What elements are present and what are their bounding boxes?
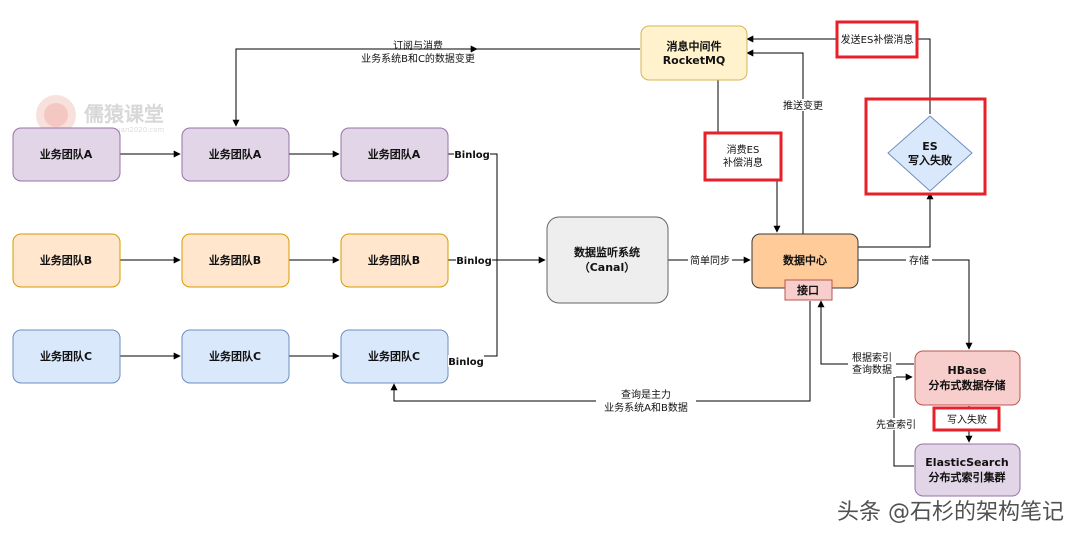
label-query-main-2: 业务系统A和B数据 [604, 401, 688, 414]
footer-watermark: 头条 @石杉的架构笔记 [837, 500, 1064, 525]
edge-labels: 订阅与消费 业务系统B和C的数据变更 Binlog Binlog Binlog … [361, 20, 1001, 432]
node-es-fail-label-1: ES [922, 140, 938, 153]
node-team-b3-label: 业务团队B [368, 253, 420, 267]
label-consume-es-1: 消费ES [727, 143, 760, 156]
label-write-fail: 写入失败 [947, 413, 987, 426]
label-check-index: 先查索引 [876, 418, 916, 431]
node-hbase-label-2: 分布式数据存储 [929, 378, 1006, 392]
node-canal-label-1: 数据监听系统 [574, 245, 640, 259]
node-team-c2: 业务团队C [181, 329, 290, 384]
node-mq-label-2: RocketMQ [663, 54, 726, 67]
node-team-c3-label: 业务团队C [368, 349, 420, 363]
node-api-label: 接口 [797, 283, 819, 297]
label-query-by-index-2: 查询数据 [852, 363, 892, 376]
logo-text: 儒猿课堂 [84, 102, 164, 126]
edge-datacenter-esfail [858, 192, 934, 248]
node-team-b3: 业务团队B [340, 233, 449, 288]
node-team-c1: 业务团队C [12, 329, 121, 384]
node-team-a3: 业务团队A [340, 127, 449, 182]
node-api: 接口 [784, 279, 833, 301]
node-datacenter: 数据中心 [751, 233, 859, 289]
label-send-es: 发送ES补偿消息 [841, 33, 914, 46]
node-team-a1: 业务团队A [12, 127, 121, 182]
edge-send-es [746, 35, 931, 114]
node-team-c3: 业务团队C [340, 329, 449, 384]
node-es-fail: ES 写入失败 [864, 97, 987, 196]
label-subscribe-2: 业务系统B和C的数据变更 [361, 52, 475, 65]
node-elastic: ElasticSearch 分布式索引集群 [914, 443, 1021, 497]
highlight-box-write-fail [932, 406, 1001, 432]
label-query-main-1: 查询是主力 [621, 388, 671, 401]
label-consume-es-2: 补偿消息 [723, 156, 763, 169]
node-team-b1: 业务团队B [12, 233, 121, 288]
node-team-a1-label: 业务团队A [40, 147, 93, 161]
edge-mq-teamA2 [232, 48, 640, 127]
node-team-b2-label: 业务团队B [209, 253, 261, 267]
node-canal-label-2: （Canal） [579, 261, 636, 274]
label-binlog-a: Binlog [454, 150, 490, 161]
node-es-fail-label-2: 写入失败 [908, 153, 952, 167]
label-binlog-b: Binlog [456, 256, 492, 267]
label-binlog-c: Binlog [448, 357, 484, 368]
node-elastic-label-1: ElasticSearch [925, 456, 1008, 469]
node-hbase: HBase 分布式数据存储 [914, 350, 1021, 406]
node-canal: 数据监听系统 （Canal） [546, 216, 669, 304]
edge-store [858, 259, 973, 350]
label-query-by-index-1: 根据索引 [852, 351, 892, 364]
node-team-a3-label: 业务团队A [368, 147, 421, 161]
label-store: 存储 [909, 254, 929, 267]
node-mq: 消息中间件 RocketMQ [640, 25, 748, 81]
node-team-b2: 业务团队B [181, 233, 290, 288]
node-mq-label-1: 消息中间件 [667, 39, 722, 53]
highlight-box-send-es [835, 20, 919, 59]
node-hbase-label-1: HBase [947, 364, 986, 377]
highlight-box-consume-es [703, 131, 783, 182]
watermark-logo: 儒猿课堂 www.ruyuan2020.com [36, 95, 165, 135]
label-push-change: 推送变更 [783, 99, 823, 112]
label-simple-sync: 简单同步 [690, 254, 730, 267]
node-elastic-label-2: 分布式索引集群 [929, 470, 1006, 484]
node-datacenter-label: 数据中心 [783, 253, 827, 267]
edge-push-change [746, 49, 804, 234]
highlight-box-es-fail [864, 97, 987, 196]
node-team-c1-label: 业务团队C [40, 349, 92, 363]
node-team-a2-label: 业务团队A [209, 147, 262, 161]
label-subscribe-1: 订阅与消费 [393, 39, 443, 52]
logo-url: www.ruyuan2020.com [86, 126, 165, 134]
node-team-a2: 业务团队A [181, 127, 290, 182]
node-team-b1-label: 业务团队B [40, 253, 92, 267]
node-team-c2-label: 业务团队C [209, 349, 261, 363]
edge-query-main [390, 301, 811, 402]
